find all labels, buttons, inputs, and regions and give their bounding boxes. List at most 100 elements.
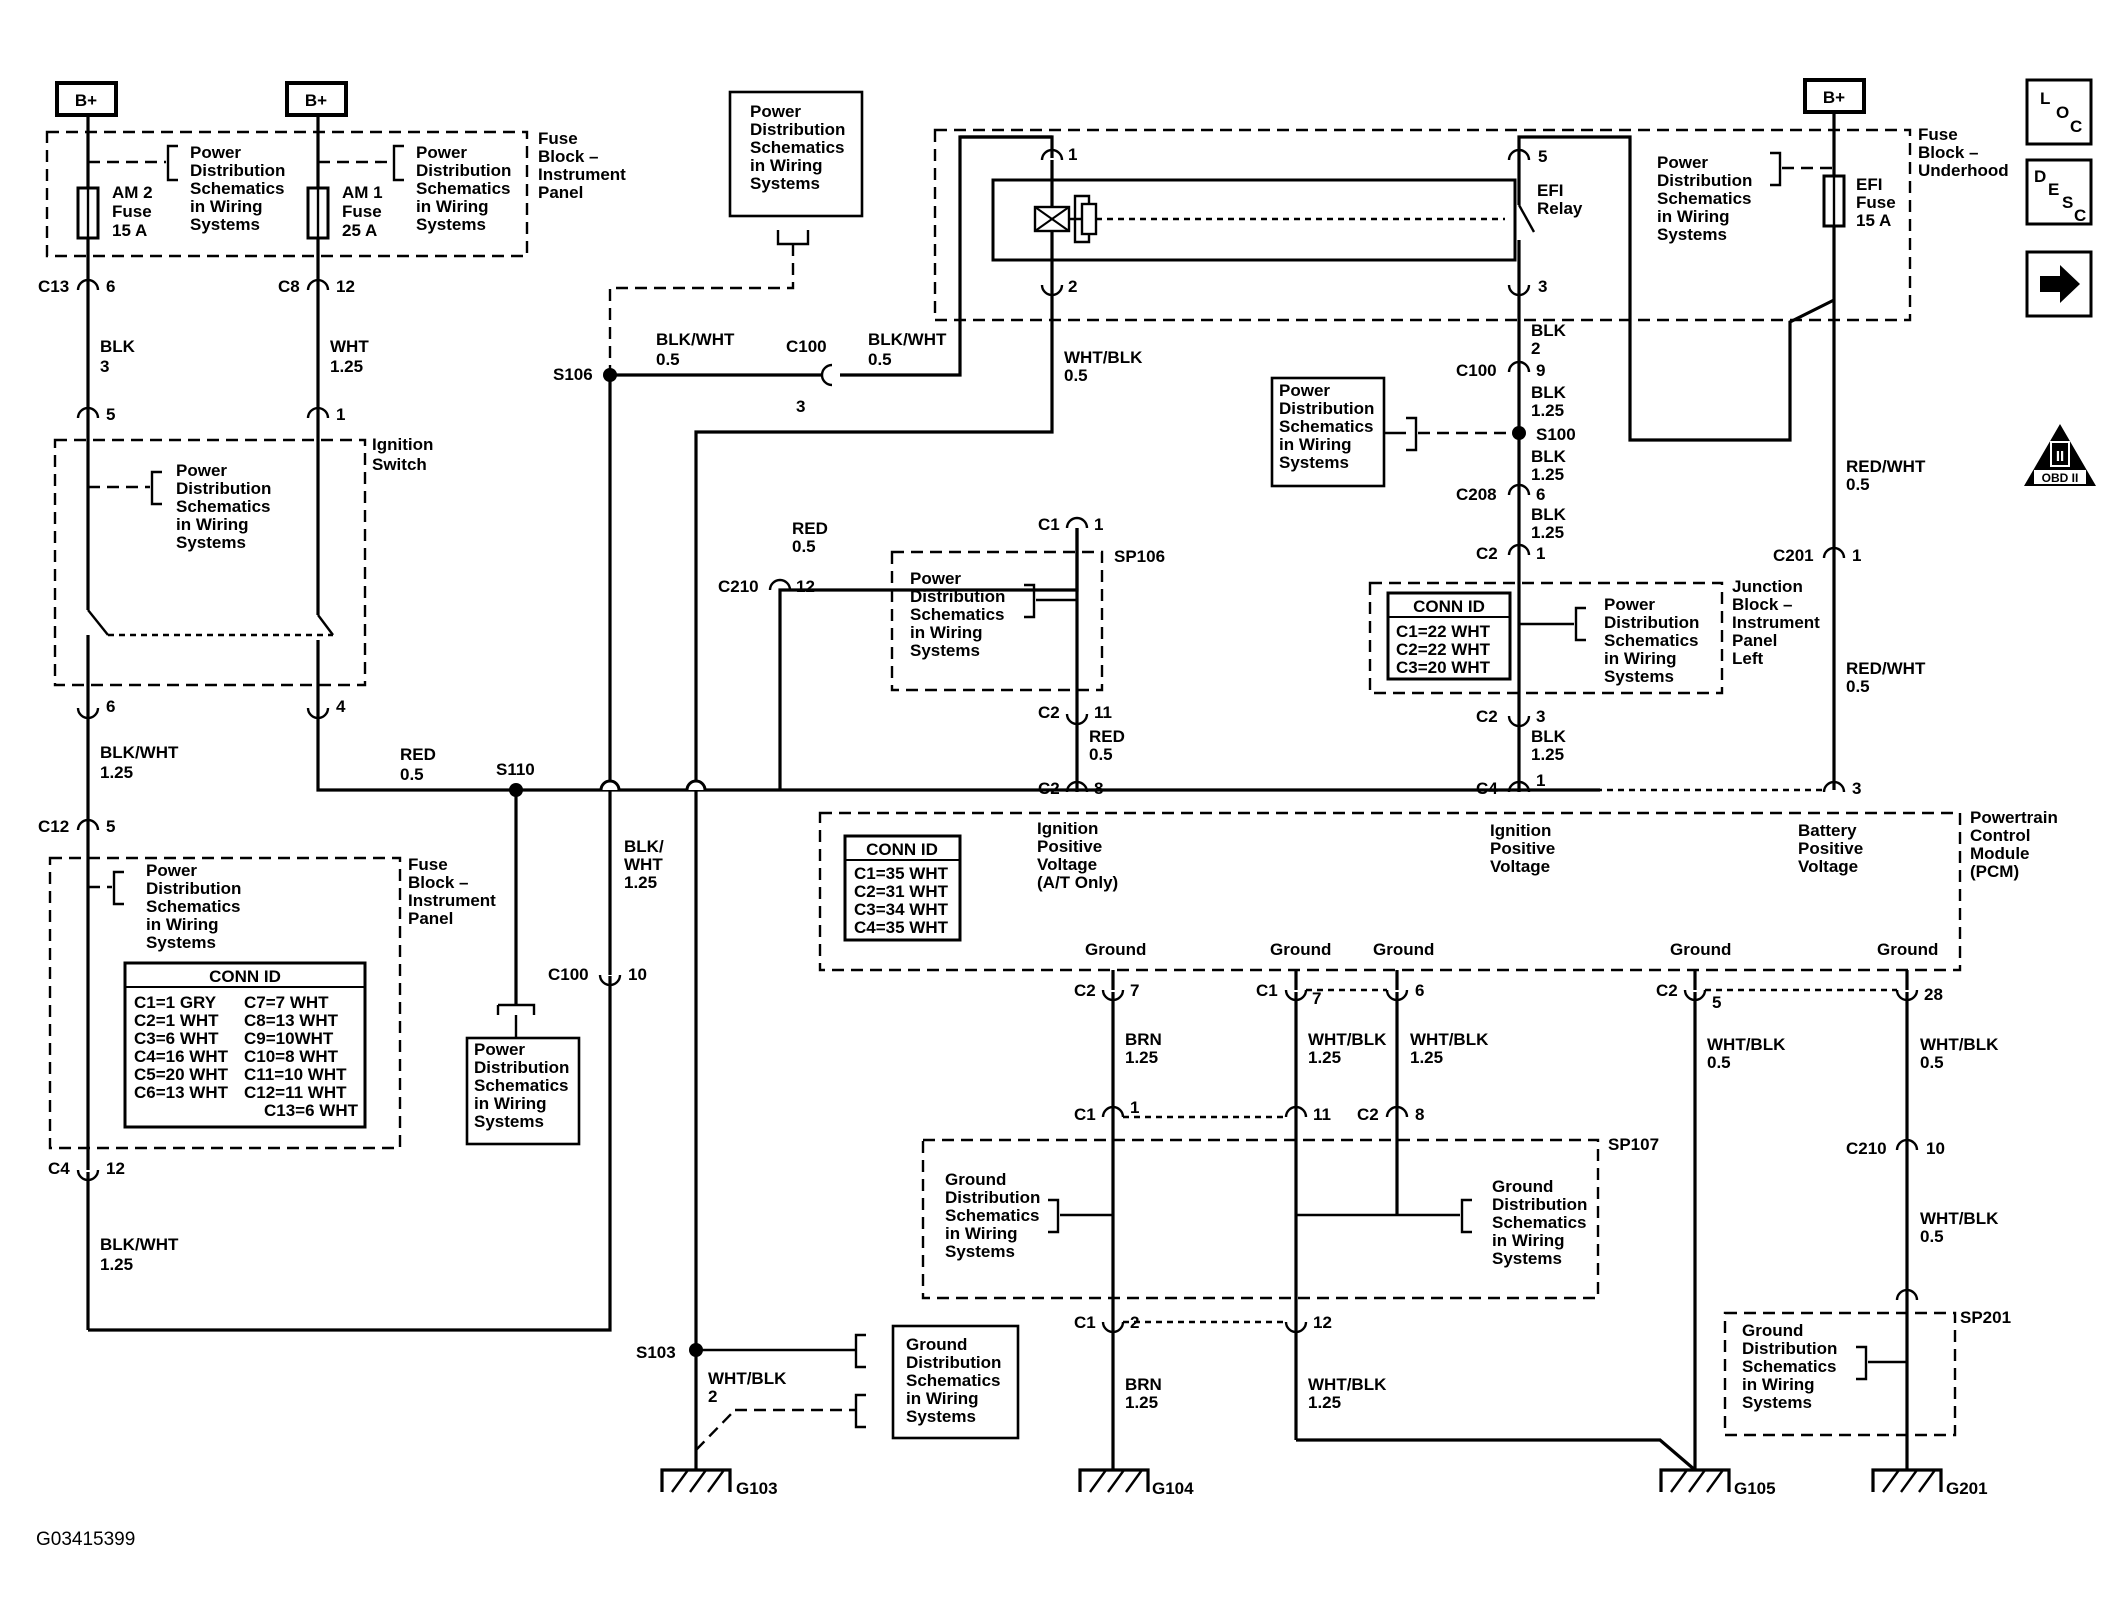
svg-text:11: 11 [1094, 703, 1112, 722]
svg-text:Systems: Systems [190, 215, 260, 234]
svg-text:Voltage: Voltage [1490, 857, 1550, 876]
svg-text:Fuse: Fuse [408, 855, 448, 874]
svg-text:Power: Power [750, 102, 801, 121]
svg-text:C6=13 WHT: C6=13 WHT [134, 1083, 229, 1102]
svg-text:RED: RED [792, 519, 828, 538]
efi-fuse-label: EFI Fuse 15 A [1856, 175, 1896, 230]
svg-text:Systems: Systems [416, 215, 486, 234]
svg-text:Powertrain: Powertrain [1970, 808, 2058, 827]
sp201 [1723, 1311, 1957, 1437]
svg-text:Power: Power [190, 143, 241, 162]
svg-text:C3=34 WHT: C3=34 WHT [854, 900, 949, 919]
am2-label-1: AM 2 [112, 183, 153, 202]
svg-text:3: 3 [100, 357, 109, 376]
svg-text:5: 5 [106, 405, 115, 424]
svg-text:C8: C8 [278, 277, 300, 296]
svg-text:in Wiring: in Wiring [906, 1389, 979, 1408]
bplus-left: B+ [55, 81, 118, 117]
am2-fuse [76, 186, 100, 240]
obd-ii-icon[interactable]: II OBD II [2024, 424, 2096, 486]
svg-text:0.5: 0.5 [1920, 1227, 1944, 1246]
pds-ref-am1[interactable]: Power Distribution Schematics in Wiring … [416, 143, 511, 234]
gds-ref-s103[interactable]: Ground Distribution Schematics in Wiring… [906, 1335, 1001, 1426]
svg-text:BLK: BLK [1531, 505, 1567, 524]
svg-text:12: 12 [796, 577, 815, 596]
svg-text:C12: C12 [38, 817, 69, 836]
svg-text:B+: B+ [305, 91, 327, 110]
svg-text:C1=35 WHT: C1=35 WHT [854, 864, 949, 883]
svg-text:in Wiring: in Wiring [910, 623, 983, 642]
gds-ref-sp201[interactable]: Ground Distribution Schematics in Wiring… [1742, 1321, 1837, 1412]
svg-text:RED/WHT: RED/WHT [1846, 659, 1926, 678]
svg-text:BLK: BLK [100, 337, 136, 356]
pds-ref-c12[interactable]: Power Distribution Schematics in Wiring … [146, 861, 241, 952]
svg-text:2: 2 [1531, 339, 1540, 358]
pds-ref-s100[interactable]: Power Distribution Schematics in Wiring … [1279, 381, 1374, 472]
svg-text:1.25: 1.25 [624, 873, 657, 892]
svg-text:Distribution: Distribution [1657, 171, 1752, 190]
svg-text:WHT/BLK: WHT/BLK [1920, 1209, 1999, 1228]
svg-text:Systems: Systems [945, 1242, 1015, 1261]
svg-text:1: 1 [1130, 1098, 1139, 1117]
svg-text:in Wiring: in Wiring [190, 197, 263, 216]
svg-text:C2=1 WHT: C2=1 WHT [134, 1011, 219, 1030]
gds-ref-sp107-left[interactable]: Ground Distribution Schematics in Wiring… [945, 1170, 1040, 1261]
svg-text:Systems: Systems [146, 933, 216, 952]
pds-ref-top[interactable]: Power Distribution Schematics in Wiring … [750, 102, 845, 193]
svg-text:8: 8 [1094, 779, 1103, 798]
svg-text:C2: C2 [1357, 1105, 1379, 1124]
svg-text:Ignition: Ignition [1490, 821, 1551, 840]
svg-text:Schematics: Schematics [1604, 631, 1699, 650]
svg-text:2: 2 [708, 1387, 717, 1406]
svg-text:RED/WHT: RED/WHT [1846, 457, 1926, 476]
svg-text:Underhood: Underhood [1918, 161, 2009, 180]
svg-text:in Wiring: in Wiring [176, 515, 249, 534]
svg-text:C9=10WHT: C9=10WHT [244, 1029, 334, 1048]
svg-text:Panel: Panel [538, 183, 583, 202]
svg-text:Systems: Systems [474, 1112, 544, 1131]
am2-label-3: 15 A [112, 221, 147, 240]
svg-text:Distribution: Distribution [474, 1058, 569, 1077]
svg-text:7: 7 [1130, 981, 1139, 1000]
svg-text:12: 12 [106, 1159, 125, 1178]
pds-ref-am2[interactable]: Power Distribution Schematics in Wiring … [190, 143, 285, 234]
svg-text:Positive: Positive [1798, 839, 1863, 858]
figure-id: G03415399 [36, 1529, 135, 1550]
svg-text:C4: C4 [1476, 779, 1498, 798]
svg-text:BRN: BRN [1125, 1030, 1162, 1049]
pcm-pin-ignition-at: Ignition Positive Voltage (A/T Only) [1037, 819, 1118, 892]
svg-text:in Wiring: in Wiring [1604, 649, 1677, 668]
svg-text:CONN ID: CONN ID [866, 840, 938, 859]
ground-g105: G105 [1659, 1468, 1776, 1498]
pds-ref-s110[interactable]: Power Distribution Schematics in Wiring … [474, 1040, 569, 1131]
pds-ref-sp106[interactable]: Power Distribution Schematics in Wiring … [910, 569, 1005, 660]
svg-text:BLK/WHT: BLK/WHT [100, 1235, 179, 1254]
svg-text:C4=16 WHT: C4=16 WHT [134, 1047, 229, 1066]
fuse-block-ip-label: Fuse Block – Instrument Panel [538, 129, 626, 202]
svg-text:Block –: Block – [408, 873, 468, 892]
svg-text:Switch: Switch [372, 455, 427, 474]
am1-label-3: 25 A [342, 221, 377, 240]
svg-text:Schematics: Schematics [190, 179, 285, 198]
svg-text:SP201: SP201 [1960, 1308, 2011, 1327]
location-view-button[interactable]: L O C [2025, 78, 2093, 146]
svg-text:Relay: Relay [1537, 199, 1583, 218]
svg-text:C13: C13 [38, 277, 69, 296]
am2-label-2: Fuse [112, 202, 152, 221]
svg-text:Power: Power [1657, 153, 1708, 172]
gds-ref-sp107-right[interactable]: Ground Distribution Schematics in Wiring… [1492, 1177, 1587, 1268]
svg-text:Voltage: Voltage [1798, 857, 1858, 876]
svg-text:Ground: Ground [1492, 1177, 1553, 1196]
pds-ref-junction[interactable]: Power Distribution Schematics in Wiring … [1604, 595, 1699, 686]
next-arrow-button[interactable] [2025, 250, 2093, 318]
description-view-button[interactable]: D E S C [2025, 158, 2093, 226]
svg-text:B+: B+ [75, 91, 97, 110]
svg-text:S100: S100 [1536, 425, 1576, 444]
svg-text:Power: Power [1279, 381, 1330, 400]
svg-text:in Wiring: in Wiring [1279, 435, 1352, 454]
svg-text:S103: S103 [636, 1343, 676, 1362]
svg-text:C2: C2 [1038, 779, 1060, 798]
pds-ref-efi[interactable]: Power Distribution Schematics in Wiring … [1657, 153, 1752, 244]
svg-text:Distribution: Distribution [1742, 1339, 1837, 1358]
pds-ref-ignition[interactable]: Power Distribution Schematics in Wiring … [176, 461, 271, 552]
